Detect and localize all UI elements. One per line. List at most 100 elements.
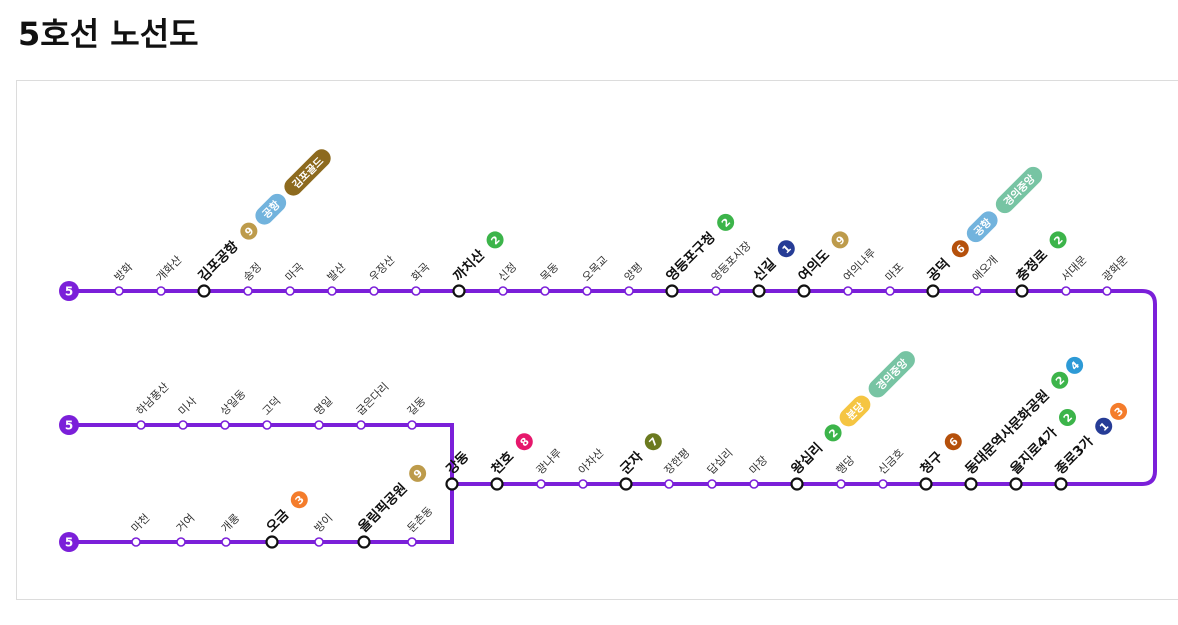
station-label-group: 오금3 — [263, 491, 308, 536]
station-main-11[interactable]: 오목교 — [580, 253, 611, 296]
station-hanam-2[interactable]: 상일동 — [217, 387, 248, 430]
station-name: 애오개 — [970, 253, 1001, 284]
station-east-1[interactable]: 천호8 — [488, 430, 536, 491]
station-main-17[interactable]: 여의나루 — [841, 246, 879, 296]
transfer-line-badge — [486, 231, 504, 249]
station-name: 동대문역사문화공원 — [962, 387, 1053, 478]
station-label-group: 고덕 — [260, 394, 284, 418]
station-marker — [411, 286, 421, 296]
station-marker — [221, 537, 231, 547]
station-label-group: 군자7 — [617, 433, 662, 478]
transfer-station-marker — [265, 535, 279, 549]
station-name: 여의도 — [795, 246, 834, 285]
station-name: 상일동 — [217, 387, 248, 418]
station-main-6[interactable]: 우장산 — [367, 253, 398, 296]
transfer-line-badge — [1051, 371, 1069, 389]
station-main-15[interactable]: 신길1 — [750, 237, 798, 298]
station-name: 마장 — [747, 453, 771, 477]
station-marker — [536, 479, 546, 489]
station-label-group: 미사 — [176, 394, 200, 418]
line-badge-circle — [59, 532, 79, 552]
station-label-group: 광화문 — [1100, 253, 1131, 284]
station-label-group: 방화 — [112, 260, 136, 284]
station-east-6[interactable]: 답십리 — [705, 446, 736, 489]
station-macheon-6[interactable]: 둔촌동 — [405, 504, 436, 547]
station-name: 방이 — [312, 511, 336, 535]
station-east-2[interactable]: 광나루 — [534, 446, 565, 489]
transfer-line-pill — [966, 211, 998, 243]
station-name: 영등포시장 — [709, 239, 754, 284]
line-badge-number: 5 — [65, 419, 73, 433]
station-marker — [878, 479, 888, 489]
transfer-line-badge — [831, 231, 849, 249]
transfer-station-marker — [1054, 477, 1068, 491]
station-east-11[interactable]: 청구6 — [917, 430, 965, 491]
station-label-group: 거여 — [174, 511, 198, 535]
transfer-station-marker — [665, 284, 679, 298]
station-marker — [1102, 286, 1112, 296]
transfer-line-badge — [515, 433, 533, 451]
station-macheon-3[interactable]: 오금3 — [263, 488, 311, 549]
station-marker — [243, 286, 253, 296]
station-marker — [582, 286, 592, 296]
station-label-group: 목동 — [538, 260, 562, 284]
station-marker — [176, 537, 186, 547]
station-east-3[interactable]: 아차산 — [576, 446, 607, 489]
station-label-group: 천호8 — [488, 433, 533, 478]
transfer-station-marker — [790, 477, 804, 491]
station-label-group: 상일동 — [217, 387, 248, 418]
station-east-4[interactable]: 군자7 — [617, 430, 665, 491]
line-badge-number: 5 — [65, 536, 73, 550]
station-main-20[interactable]: 애오개 — [970, 253, 1001, 296]
transfer-line-badge — [1066, 356, 1084, 374]
station-label-group: 하남풍산 — [133, 379, 172, 418]
station-name: 신금호 — [876, 446, 907, 477]
station-label-group: 발산 — [325, 260, 349, 284]
station-marker — [407, 537, 417, 547]
station-label-group: 청구6 — [917, 433, 962, 478]
transfer-line-pill — [839, 395, 871, 427]
station-name: 올림픽공원 — [355, 480, 411, 536]
transfer-station-marker — [752, 284, 766, 298]
station-name: 행당 — [834, 453, 858, 477]
station-marker — [540, 286, 550, 296]
station-label-group: 강동 — [443, 448, 473, 478]
line-badge-number: 5 — [65, 285, 73, 299]
station-label-group: 명일 — [311, 394, 335, 418]
station-label-group: 영등포시장 — [709, 239, 754, 284]
station-main-23[interactable]: 광화문 — [1100, 253, 1131, 296]
station-label-group: 개화산 — [154, 253, 185, 284]
station-main-14[interactable]: 영등포시장 — [709, 239, 754, 296]
station-hanam-5[interactable]: 굽은다리 — [354, 380, 392, 430]
station-east-5[interactable]: 장한평 — [662, 446, 693, 489]
station-name: 천호 — [488, 448, 517, 477]
transfer-line-badge — [240, 222, 258, 240]
station-marker — [972, 286, 982, 296]
transfer-station-marker — [197, 284, 211, 298]
transfer-station-marker — [797, 284, 811, 298]
station-marker — [136, 420, 146, 430]
line-endpoint-badges: 5 5 5 — [59, 281, 79, 552]
station-name: 광화문 — [1100, 253, 1131, 284]
station-main-1[interactable]: 개화산 — [154, 253, 185, 296]
station-hanam-0[interactable]: 하남풍산 — [133, 379, 172, 430]
transfer-line-pill — [995, 166, 1043, 214]
station-name: 둔촌동 — [405, 504, 436, 535]
station-name: 아차산 — [576, 446, 607, 477]
transfer-line-pill — [284, 149, 331, 196]
station-label-group: 방이 — [312, 511, 336, 535]
transfer-line-badge — [717, 213, 735, 231]
station-marker — [114, 286, 124, 296]
station-main-22[interactable]: 서대문 — [1059, 253, 1090, 296]
station-east-10[interactable]: 신금호 — [876, 446, 907, 489]
station-label-group: 신정 — [496, 260, 520, 284]
station-marker — [1061, 286, 1071, 296]
